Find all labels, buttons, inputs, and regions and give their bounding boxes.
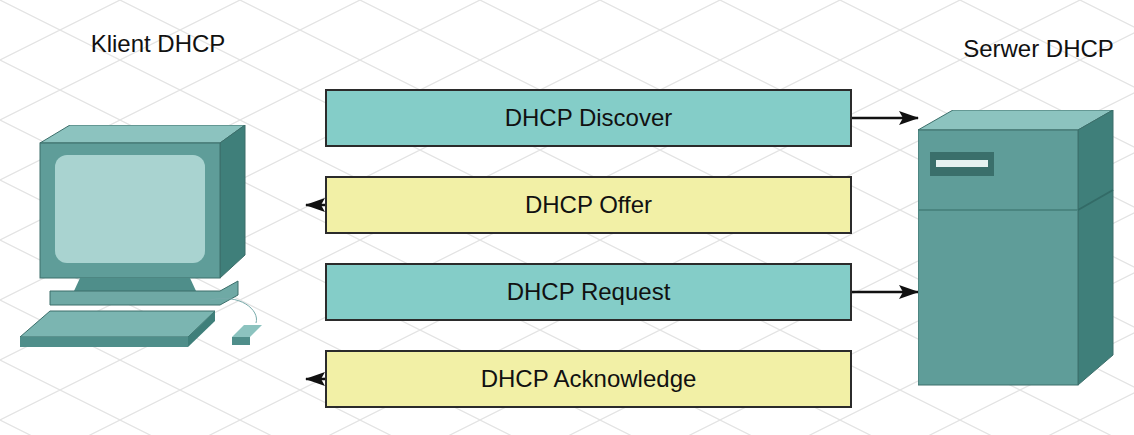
message-band: DHCP Acknowledge — [325, 350, 852, 408]
message-arrow — [306, 378, 325, 381]
message-arrow — [852, 291, 918, 294]
device-label: Klient DHCP — [10, 30, 306, 58]
message-text: DHCP Offer — [525, 191, 652, 219]
device-label: Serwer DHCP — [918, 35, 1134, 63]
client-computer — [10, 125, 270, 360]
server-tower — [918, 110, 1118, 390]
message-arrow — [852, 117, 918, 120]
message-text: DHCP Request — [507, 278, 671, 306]
message-band: DHCP Offer — [325, 176, 852, 234]
message-band: DHCP Request — [325, 263, 852, 321]
message-arrow — [306, 204, 325, 207]
device-node: Serwer DHCP — [918, 35, 1134, 390]
message-text: DHCP Discover — [505, 104, 673, 132]
device-node: Klient DHCP — [10, 30, 306, 360]
message-text: DHCP Acknowledge — [481, 365, 697, 393]
message-band: DHCP Discover — [325, 89, 852, 147]
